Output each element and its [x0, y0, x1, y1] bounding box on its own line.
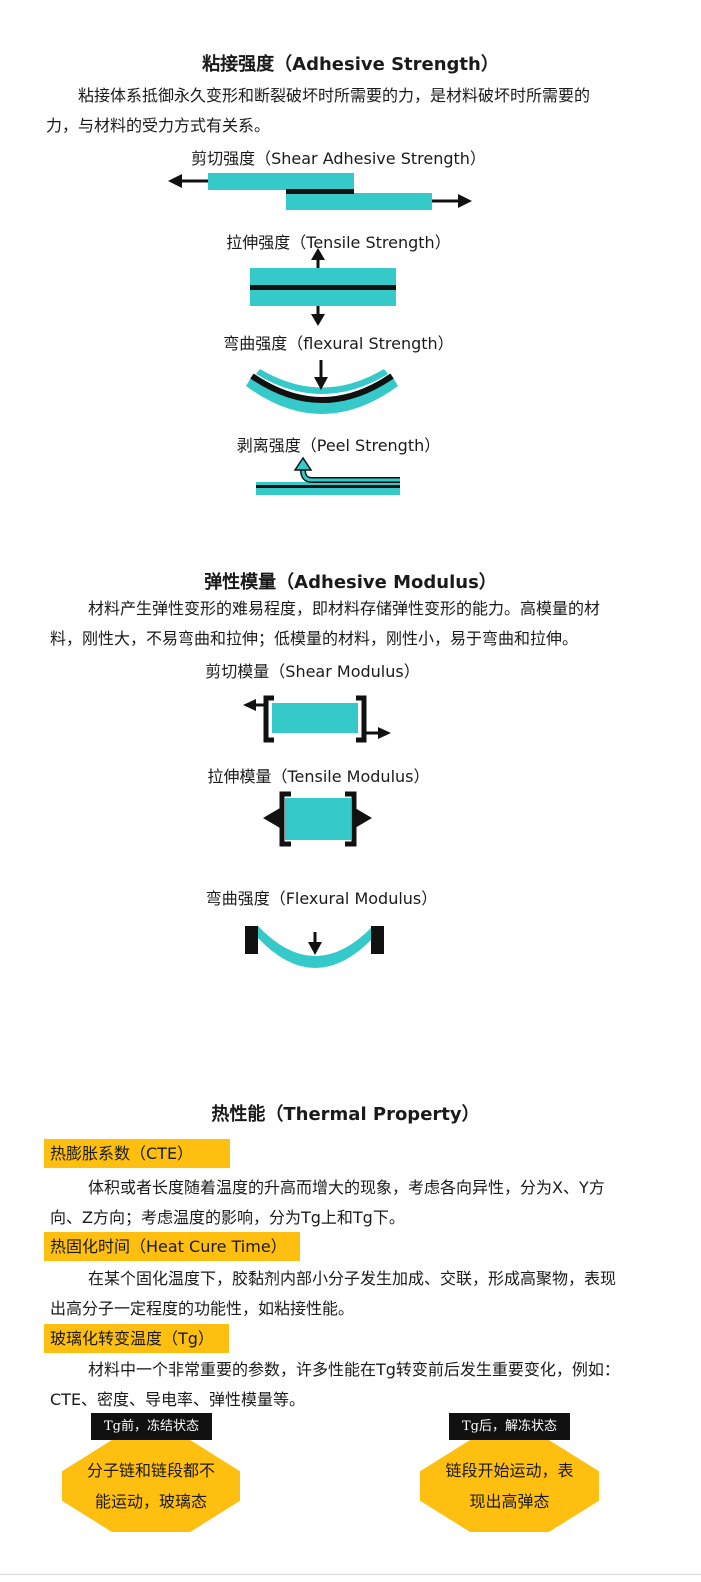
arrow-left-icon	[263, 808, 280, 828]
arrow-right-icon	[458, 194, 472, 208]
adhesive-modulus-desc-line1: 材料产生弹性变形的难易程度，即材料存储弹性变形的能力。高模量的材	[88, 599, 601, 618]
shear-strength-label: 剪切强度（Shear Adhesive Strength）	[191, 149, 486, 168]
cte-desc-line2: 向、Z方向；考虑温度的影响，分为Tg上和Tg下。	[50, 1208, 405, 1227]
modulus-diagrams	[243, 695, 391, 968]
before-tg-box: 分子链和链段都不 能运动，玻璃态	[62, 1440, 240, 1532]
peel-adhesive-layer	[256, 485, 400, 488]
shear-upper-plate	[208, 173, 354, 190]
after-tg-line1: 链段开始运动，表	[445, 1461, 574, 1480]
adhesive-strength-title: 粘接强度（Adhesive Strength）	[202, 54, 499, 75]
thermal-title: 热性能（Thermal Property）	[211, 1104, 480, 1125]
tg-desc-line2: CTE、密度、导电率、弹性模量等。	[50, 1390, 306, 1409]
flexural-modulus-label: 弯曲强度（Flexural Modulus）	[205, 889, 438, 908]
flexural-strength-diagram	[246, 360, 398, 414]
after-tg-label: Tg后，解冻状态	[449, 1413, 570, 1440]
adhesive-strength-desc-line1: 粘接体系抵御永久变形和断裂破坏时所需要的力，是材料破坏时所需要的	[78, 86, 591, 105]
arrow-right-icon	[355, 808, 372, 828]
tg-tag: 玻璃化转变温度（Tg）	[44, 1324, 229, 1353]
peel-arrow-up-icon	[293, 456, 313, 471]
cte-tag: 热膨胀系数（CTE）	[44, 1139, 230, 1168]
after-tg-line2: 现出高弹态	[469, 1492, 550, 1511]
adhesive-modulus-desc-line2: 料，刚性大，不易弯曲和拉伸；低模量的材料，刚性小，易于弯曲和拉伸。	[50, 629, 579, 648]
strength-diagrams	[168, 173, 472, 495]
heat-cure-desc-line2: 出高分子一定程度的功能性，如粘接性能。	[50, 1299, 355, 1318]
arrow-down-icon	[314, 377, 328, 390]
tensile-strength-diagram	[250, 248, 396, 326]
cte-desc-line1: 体积或者长度随着温度的升高而增大的现象，考虑各向异性，分为X、Y方	[88, 1178, 605, 1197]
arrow-right-icon	[378, 727, 391, 739]
shear-modulus-label: 剪切模量（Shear Modulus）	[205, 662, 420, 681]
flexural-adhesive-layer	[250, 373, 394, 403]
arrow-left-icon	[243, 699, 256, 711]
peel-strength-diagram	[256, 456, 400, 495]
tensile-modulus-label: 拉伸模量（Tensile Modulus）	[207, 767, 430, 786]
heat-cure-desc-line1: 在某个固化温度下，胶黏剂内部小分子发生加成、交联，形成高聚物，表现	[88, 1269, 617, 1288]
before-tg-line1: 分子链和链段都不	[86, 1461, 215, 1480]
flexural-lower-beam	[246, 376, 398, 414]
shear-strength-diagram	[168, 173, 472, 210]
shear-lower-plate	[286, 193, 432, 210]
heat-cure-tag: 热固化时间（Heat Cure Time）	[44, 1232, 300, 1261]
shear-adhesive-layer	[286, 189, 354, 194]
adhesive-modulus-title: 弹性模量（Adhesive Modulus）	[204, 572, 497, 593]
flexural-strength-label: 弯曲强度（flexural Strength）	[223, 334, 454, 353]
flexural-upper-beam	[256, 369, 388, 394]
bottom-divider	[0, 1574, 701, 1575]
tensile-modulus-diagram	[263, 791, 372, 847]
after-tg-box: 链段开始运动，表 现出高弹态	[420, 1440, 599, 1532]
before-tg-label: Tg前，冻结状态	[91, 1413, 212, 1440]
arrow-down-icon	[308, 942, 322, 955]
arrow-down-icon	[311, 314, 325, 326]
arrow-up-icon	[311, 248, 325, 260]
adhesive-strength-desc-line2: 力，与材料的受力方式有关系。	[46, 116, 271, 135]
before-tg-line2: 能运动，玻璃态	[94, 1492, 207, 1511]
tensile-adhesive-layer	[250, 285, 396, 290]
peel-strength-label: 剥离强度（Peel Strength）	[236, 436, 441, 455]
flexural-modulus-diagram	[245, 926, 384, 968]
shear-modulus-diagram	[243, 695, 391, 743]
arrow-left-icon	[168, 174, 182, 188]
tg-desc-line1: 材料中一个非常重要的参数，许多性能在Tg转变前后发生重要变化，例如：	[88, 1360, 620, 1379]
tensile-strength-label: 拉伸强度（Tensile Strength）	[226, 233, 451, 252]
